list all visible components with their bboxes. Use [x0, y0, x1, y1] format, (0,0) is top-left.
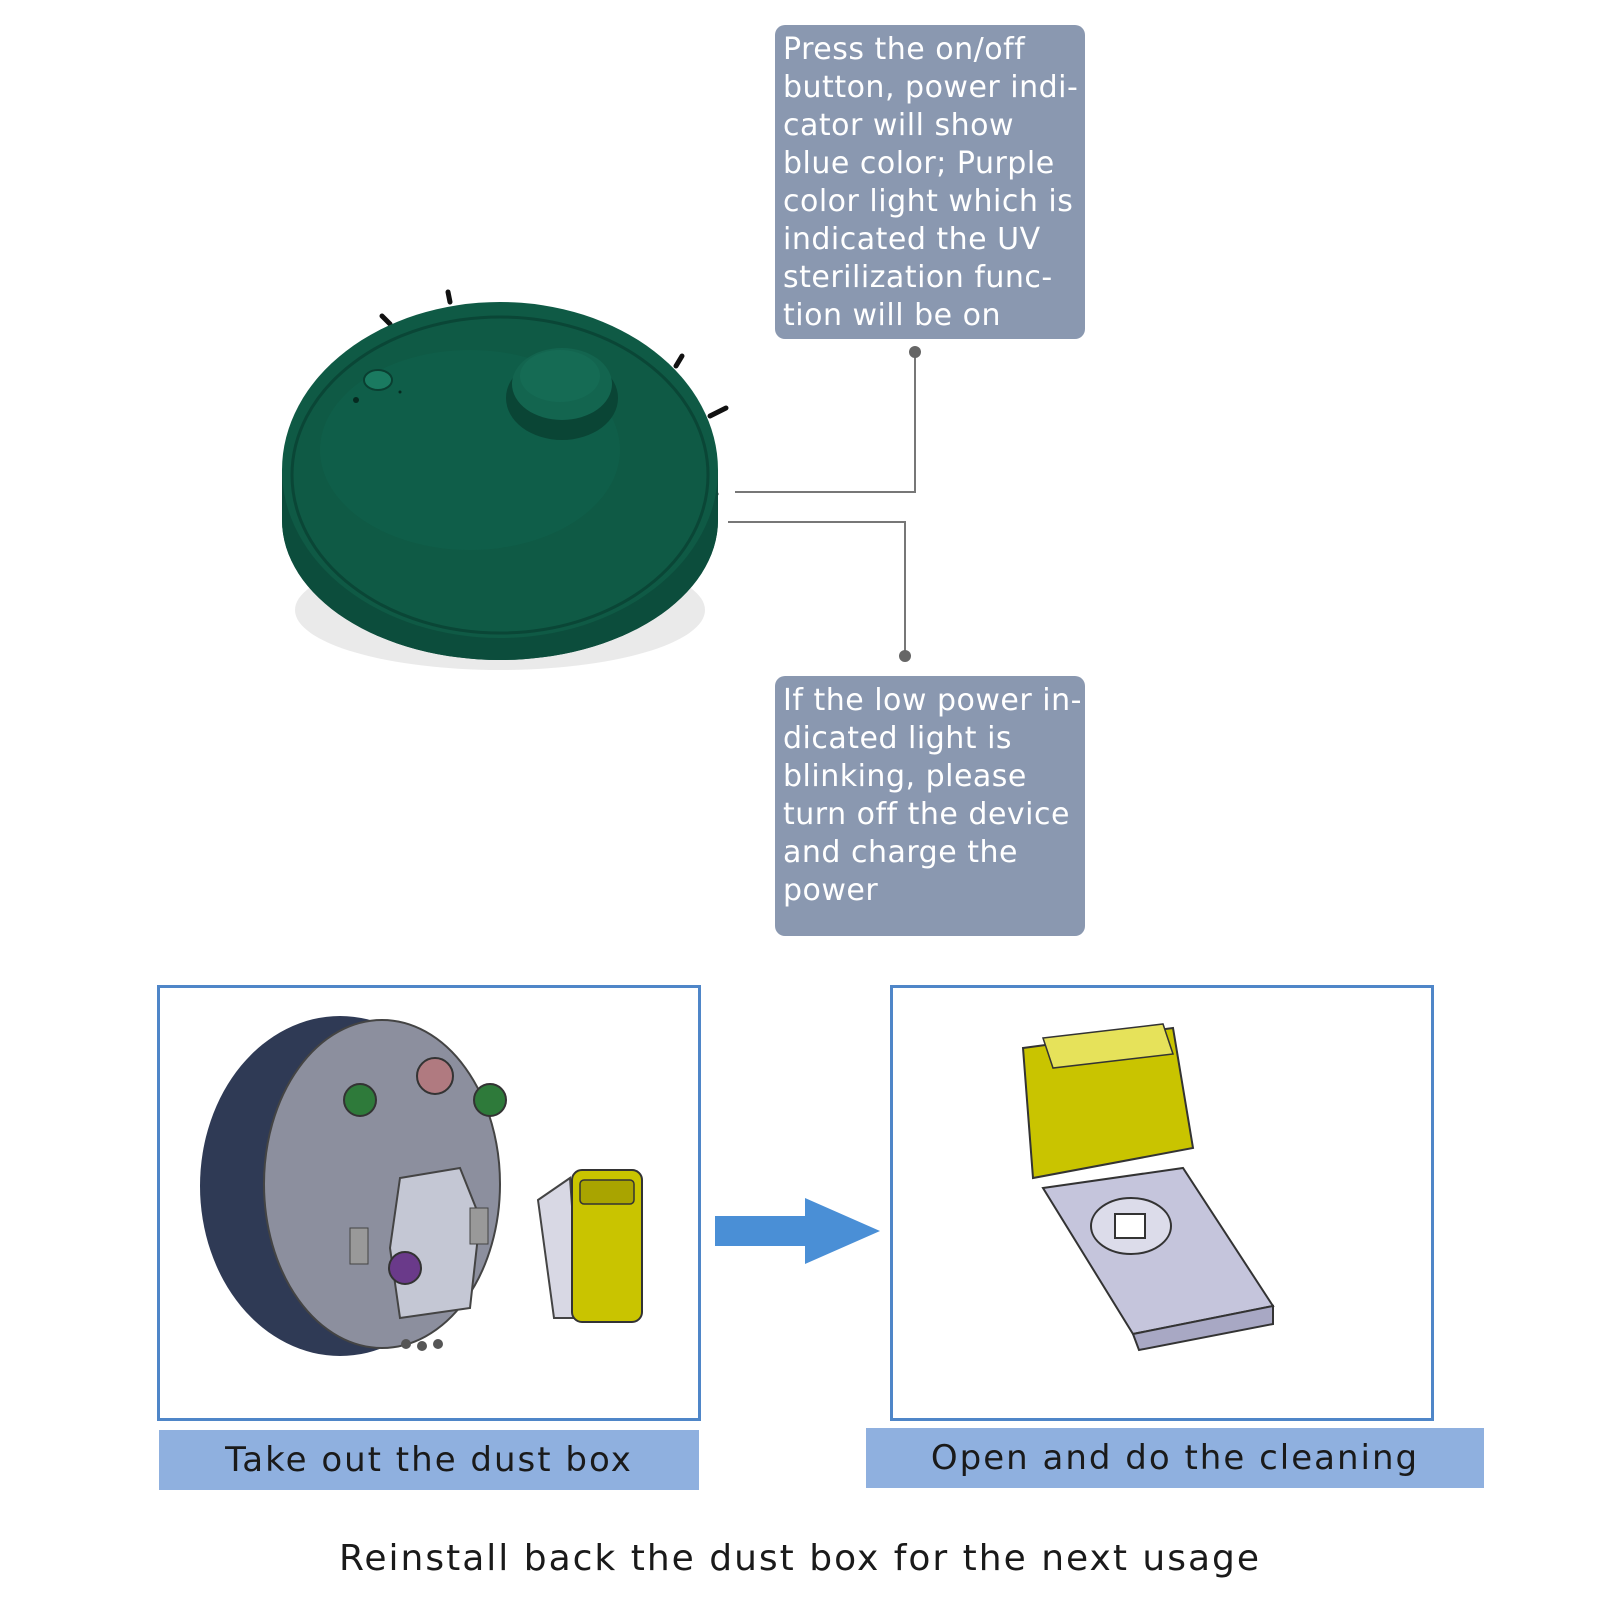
- callout-line: turn off the device: [783, 797, 1070, 832]
- step-2-frame: [890, 985, 1434, 1421]
- robot-vacuum-illustration: [282, 289, 729, 670]
- callout-line: button, power indi-: [783, 70, 1079, 105]
- callout-line: cator will show: [783, 108, 1014, 143]
- callout-line: and charge the: [783, 835, 1018, 870]
- right-arrow-icon: [715, 1198, 880, 1264]
- step-2-caption: Open and do the cleaning: [866, 1428, 1484, 1488]
- robot-underside-illustration: [200, 1016, 643, 1356]
- step-1-frame: [157, 985, 701, 1421]
- callout-line: tion will be on: [783, 298, 1001, 333]
- callout-line: blue color; Purple: [783, 146, 1055, 181]
- callout-line: color light which is: [783, 184, 1074, 219]
- callout-line: dicated light is: [783, 721, 1013, 756]
- callout-line: indicated the UV: [783, 222, 1041, 257]
- step-1-caption: Take out the dust box: [159, 1430, 699, 1490]
- power-button-icon: [363, 369, 393, 391]
- callout-line: blinking, please: [783, 759, 1027, 794]
- low-power-callout: If the low power in- dicated light is bl…: [775, 676, 1085, 936]
- dust-box-icon: [571, 1169, 643, 1323]
- callout-line: power: [783, 873, 879, 908]
- open-dust-box-illustration: [1021, 1023, 1275, 1352]
- callout-line: Press the on/off: [783, 32, 1026, 67]
- footer-instruction: Reinstall back the dust box for the next…: [338, 1538, 1262, 1579]
- callout-connector-lines: [728, 346, 921, 662]
- callout-line: If the low power in-: [783, 683, 1082, 718]
- power-indicator-callout: Press the on/off button, power indi- cat…: [775, 25, 1085, 339]
- callout-line: sterilization func-: [783, 260, 1053, 295]
